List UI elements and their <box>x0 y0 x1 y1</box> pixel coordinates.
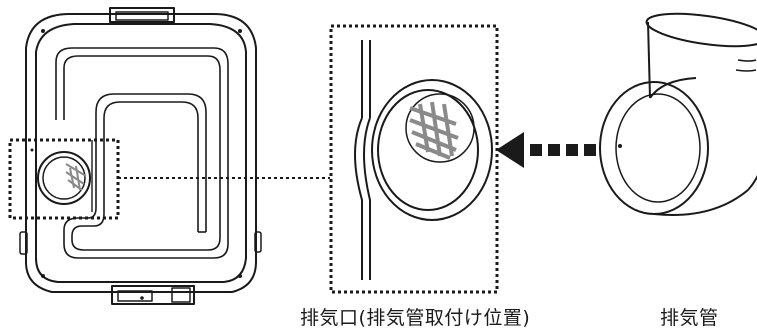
exhaust-duct <box>599 12 757 216</box>
appliance-body <box>19 7 262 305</box>
zoomed-exhaust-port <box>354 40 493 280</box>
duct-pin <box>618 144 622 148</box>
body-port-grille <box>65 163 87 191</box>
mounting-dots <box>30 29 242 300</box>
exhaust-duct-label: 排気管 <box>660 307 719 329</box>
zoom-port-grille <box>409 101 459 160</box>
insert-arrow <box>496 132 596 168</box>
exhaust-port-label: 排気口(排気管取付け位置) <box>300 307 531 329</box>
